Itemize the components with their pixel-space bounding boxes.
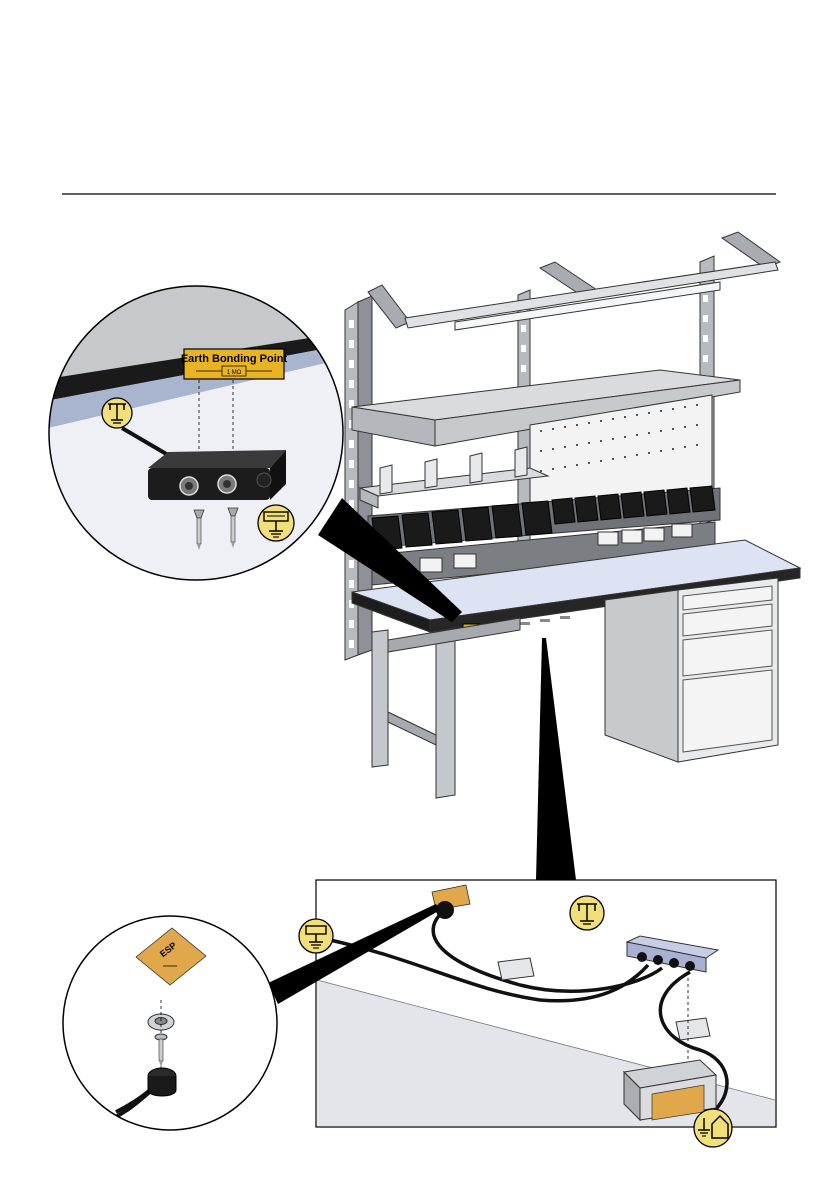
magnifier-pointer-bottom [536,638,576,880]
workbench [345,232,800,798]
underside-detail-panel [316,880,776,1127]
leg-crossbar [388,712,436,745]
drawer-cabinet-side [605,590,678,762]
earth-bonding-label: Earth Bonding Point [181,353,288,365]
earth-building-icon [694,1109,732,1147]
light-bar [405,262,778,328]
cable-clip [676,1018,710,1040]
cable-clip [498,958,534,980]
top-magnifier: Earth Bonding Point 1 MΩ [40,280,360,600]
esd-bonding-bracket-icon [258,505,294,541]
ground-terminal-icon [102,398,132,428]
front-leg [436,636,455,798]
resistance-label: 1 MΩ [227,370,242,376]
earth-bonding-sticker: Earth Bonding Point 1 MΩ [181,349,288,379]
light-arm-left [368,285,410,328]
ground-plug-icon [299,919,333,953]
ground-terminal-icon [570,896,604,930]
left-leg [372,630,388,767]
bonding-box [148,450,286,500]
washer [148,1014,174,1030]
